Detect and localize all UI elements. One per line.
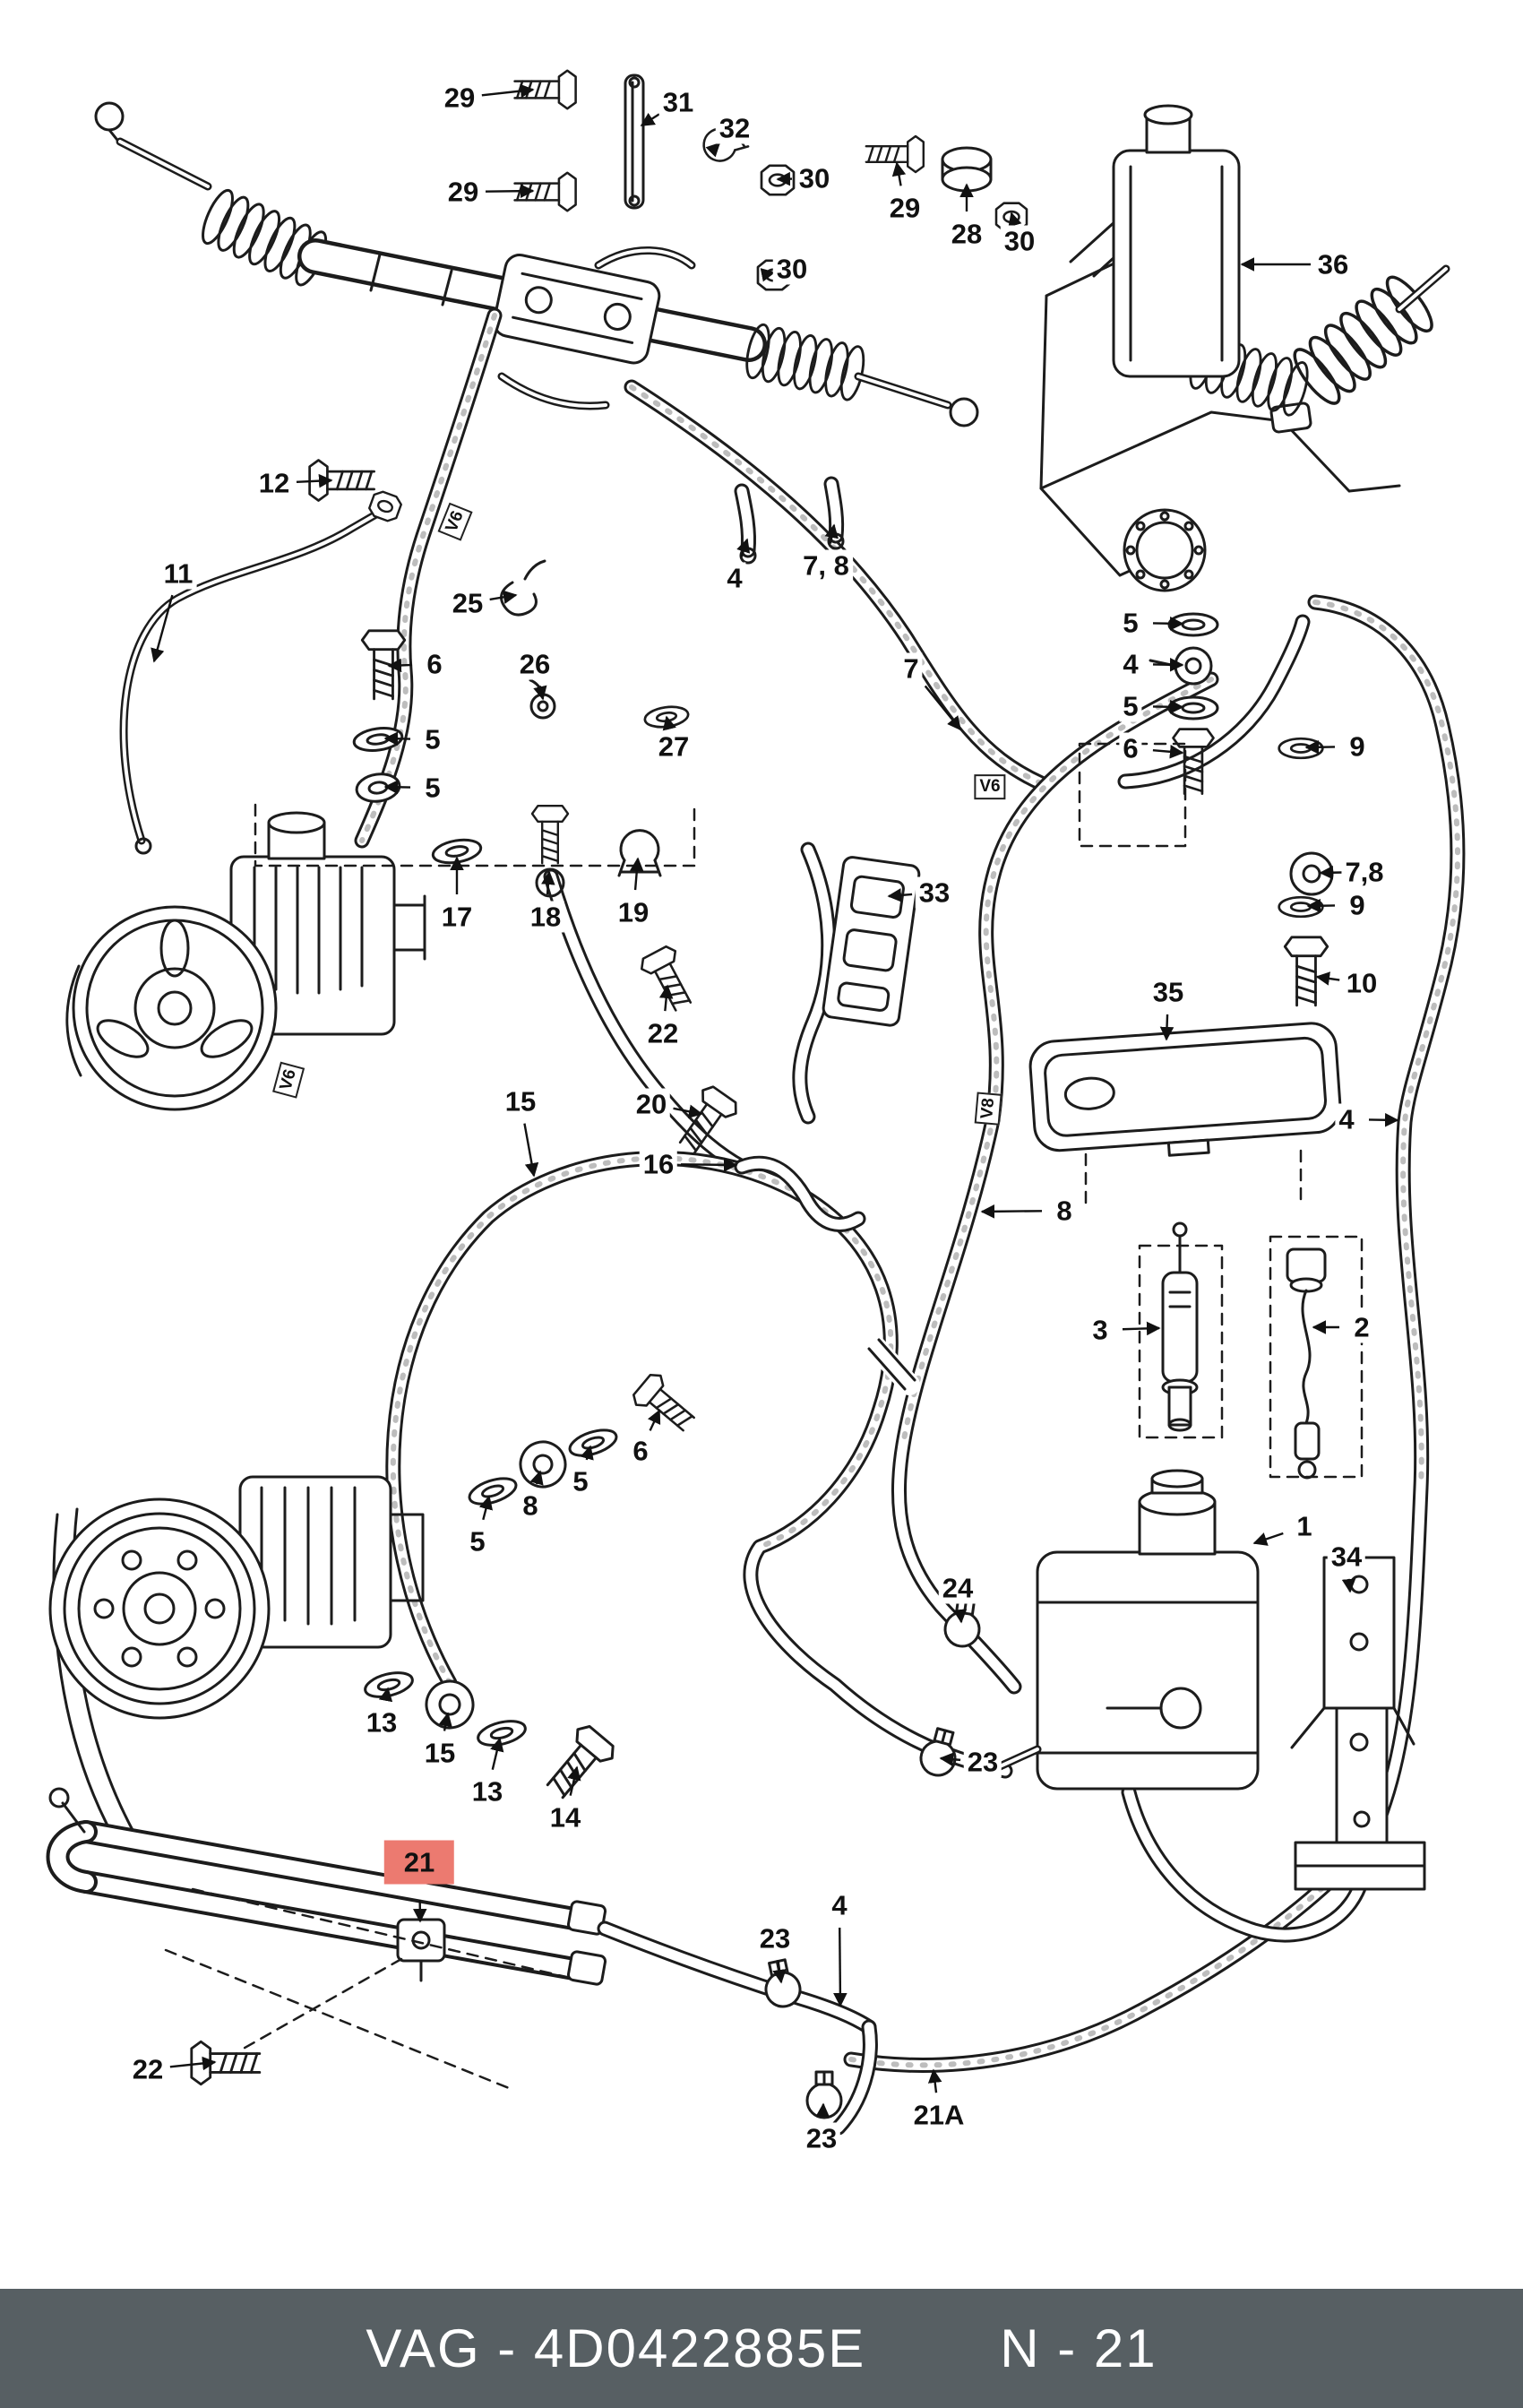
part-callout-78[interactable]: 7,8 xyxy=(1341,856,1388,888)
cover-drawing xyxy=(1028,1022,1342,1157)
part-callout-4[interactable]: 4 xyxy=(723,562,746,594)
part-callout-1[interactable]: 1 xyxy=(1293,1510,1316,1542)
part-callout-6[interactable]: 6 xyxy=(423,648,446,680)
part-callout-21A[interactable]: 21A xyxy=(909,2099,968,2131)
part-callout-6[interactable]: 6 xyxy=(1119,732,1142,764)
hoses-drawing xyxy=(354,307,1466,1881)
part-callout-8[interactable]: 8 xyxy=(519,1489,542,1522)
part-callout-29[interactable]: 29 xyxy=(885,192,925,224)
part-callout-30[interactable]: 30 xyxy=(795,162,834,194)
part-callout-31[interactable]: 31 xyxy=(658,86,698,118)
part-callout-15[interactable]: 15 xyxy=(420,1737,460,1769)
footer-bar: VAG - 4D0422885E N - 21 xyxy=(0,2289,1523,2408)
part-callout-5[interactable]: 5 xyxy=(1119,690,1142,722)
part-callout-4[interactable]: 4 xyxy=(828,1889,851,1921)
part-callout-33[interactable]: 33 xyxy=(915,876,954,909)
part-callout-10[interactable]: 10 xyxy=(1342,967,1381,999)
part-callout-5[interactable]: 5 xyxy=(466,1525,489,1558)
part-callout-25[interactable]: 25 xyxy=(448,587,487,619)
part-callout-5[interactable]: 5 xyxy=(569,1465,592,1497)
part-number-text: VAG - 4D0422885E xyxy=(366,2318,866,2378)
part-callout-78[interactable]: 7, 8 xyxy=(799,549,853,582)
part-callout-32[interactable]: 32 xyxy=(715,112,754,144)
part-callout-29[interactable]: 29 xyxy=(440,82,479,114)
part-callout-4[interactable]: 4 xyxy=(1335,1103,1358,1135)
part-callout-28[interactable]: 28 xyxy=(947,218,986,250)
part-callout-22[interactable]: 22 xyxy=(128,2053,168,2085)
part-callout-5[interactable]: 5 xyxy=(1119,607,1142,639)
part-callout-5[interactable]: 5 xyxy=(421,772,444,804)
pipe-11-drawing xyxy=(119,505,390,855)
cooler-bracket-drawing xyxy=(396,1918,446,1982)
reservoir-bottle-drawing xyxy=(1112,104,1241,378)
hose-tag-v6: V6 xyxy=(974,774,1006,799)
hose-tag-v8: V8 xyxy=(974,1092,1002,1126)
part-callout-12[interactable]: 12 xyxy=(254,467,294,499)
part-callout-13[interactable]: 13 xyxy=(362,1706,401,1739)
valve-drawing xyxy=(1161,1221,1199,1432)
part-callout-30[interactable]: 30 xyxy=(772,253,812,285)
part-callout-21[interactable]: 21 xyxy=(383,1840,455,1885)
sensor-drawing xyxy=(1286,1247,1327,1480)
part-callout-35[interactable]: 35 xyxy=(1149,976,1188,1008)
part-callout-23[interactable]: 23 xyxy=(802,2122,841,2154)
part-callout-17[interactable]: 17 xyxy=(437,901,477,933)
part-callout-24[interactable]: 24 xyxy=(938,1572,977,1604)
bracket-33-drawing xyxy=(822,856,921,1027)
part-callout-15[interactable]: 15 xyxy=(501,1085,540,1118)
pump-upper-drawing xyxy=(65,811,426,1111)
part-callout-11[interactable]: 11 xyxy=(159,557,197,590)
part-callout-3[interactable]: 3 xyxy=(1088,1314,1112,1346)
part-callout-27[interactable]: 27 xyxy=(654,730,693,763)
steering-rack-drawing xyxy=(94,101,979,427)
part-callout-19[interactable]: 19 xyxy=(614,896,653,928)
hardware-drawing xyxy=(190,69,1334,2119)
part-callout-7[interactable]: 7 xyxy=(899,652,923,685)
part-callout-9[interactable]: 9 xyxy=(1346,889,1369,921)
pump-lower-drawing xyxy=(48,1475,425,1841)
part-callout-9[interactable]: 9 xyxy=(1346,730,1369,763)
part-callout-22[interactable]: 22 xyxy=(643,1017,683,1049)
part-callout-8[interactable]: 8 xyxy=(1053,1195,1076,1227)
section-ref-text: N - 21 xyxy=(1000,2318,1157,2378)
part-callout-34[interactable]: 34 xyxy=(1327,1541,1366,1573)
part-callout-16[interactable]: 16 xyxy=(639,1148,678,1180)
part-callout-6[interactable]: 6 xyxy=(629,1435,652,1467)
part-callout-23[interactable]: 23 xyxy=(963,1746,1002,1778)
part-callout-13[interactable]: 13 xyxy=(468,1775,507,1808)
part-callout-4[interactable]: 4 xyxy=(1119,648,1142,680)
part-callout-23[interactable]: 23 xyxy=(755,1922,795,1955)
part-callout-29[interactable]: 29 xyxy=(443,176,483,208)
part-callout-30[interactable]: 30 xyxy=(1000,225,1039,257)
part-callout-26[interactable]: 26 xyxy=(515,648,555,680)
subframe-drawing xyxy=(1039,219,1450,592)
part-callout-5[interactable]: 5 xyxy=(421,723,444,755)
part-callout-2[interactable]: 2 xyxy=(1350,1311,1373,1343)
bottom-hoses-drawing xyxy=(597,1784,1372,2136)
cooler-pipe-drawing xyxy=(46,1787,607,1986)
dashed-lines xyxy=(164,742,1364,2090)
part-callout-36[interactable]: 36 xyxy=(1313,248,1353,281)
fluid-reservoir-drawing xyxy=(994,1469,1260,1791)
part-callout-20[interactable]: 20 xyxy=(632,1088,671,1120)
hose-cut-marks xyxy=(863,1333,920,1395)
part-callout-14[interactable]: 14 xyxy=(546,1801,585,1834)
bracket-drawing xyxy=(1290,1556,1426,1891)
part-callout-18[interactable]: 18 xyxy=(526,901,565,933)
